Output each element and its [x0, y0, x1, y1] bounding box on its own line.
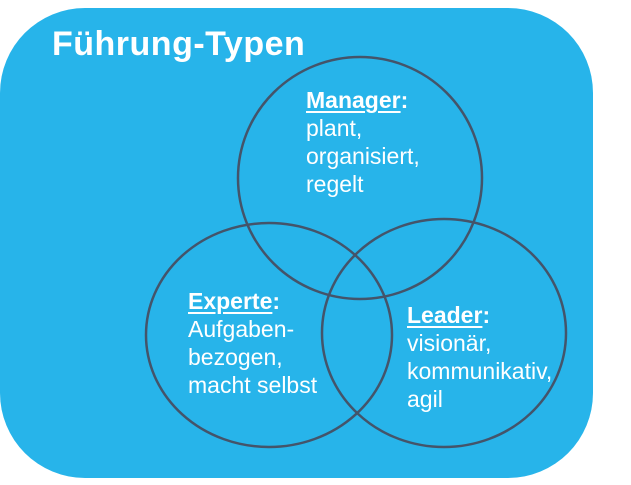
- experte-name: Experte: [188, 288, 273, 314]
- manager-colon: :: [400, 87, 409, 113]
- leader-label-block: Leader: visionär, kommunikativ, agil: [407, 301, 552, 413]
- leader-circle: [320, 217, 568, 449]
- leader-heading: Leader:: [407, 301, 552, 329]
- page-title: Führung-Typen: [52, 25, 306, 63]
- experte-trait: bezogen,: [188, 344, 283, 370]
- experte-colon: :: [272, 288, 281, 314]
- experte-circle: [144, 221, 394, 449]
- leader-colon: :: [482, 302, 491, 328]
- manager-label-block: Manager: plant, organisiert, regelt: [306, 86, 420, 198]
- experte-trait: Aufgaben-: [188, 316, 295, 342]
- manager-trait: organisiert,: [306, 143, 420, 169]
- manager-name: Manager: [306, 87, 401, 113]
- manager-trait: plant,: [306, 115, 363, 141]
- experte-label-block: Experte: Aufgaben- bezogen, macht selbst: [188, 287, 317, 399]
- experte-heading: Experte:: [188, 287, 317, 315]
- manager-trait: regelt: [306, 171, 364, 197]
- manager-heading: Manager:: [306, 86, 420, 114]
- leader-trait: visionär,: [407, 330, 492, 356]
- manager-circle: [236, 55, 484, 301]
- experte-trait: macht selbst: [188, 372, 318, 398]
- leader-name: Leader: [407, 302, 483, 328]
- slide-background-panel: [0, 8, 593, 478]
- leader-trait: kommunikativ,: [407, 358, 553, 384]
- leader-trait: agil: [407, 386, 443, 412]
